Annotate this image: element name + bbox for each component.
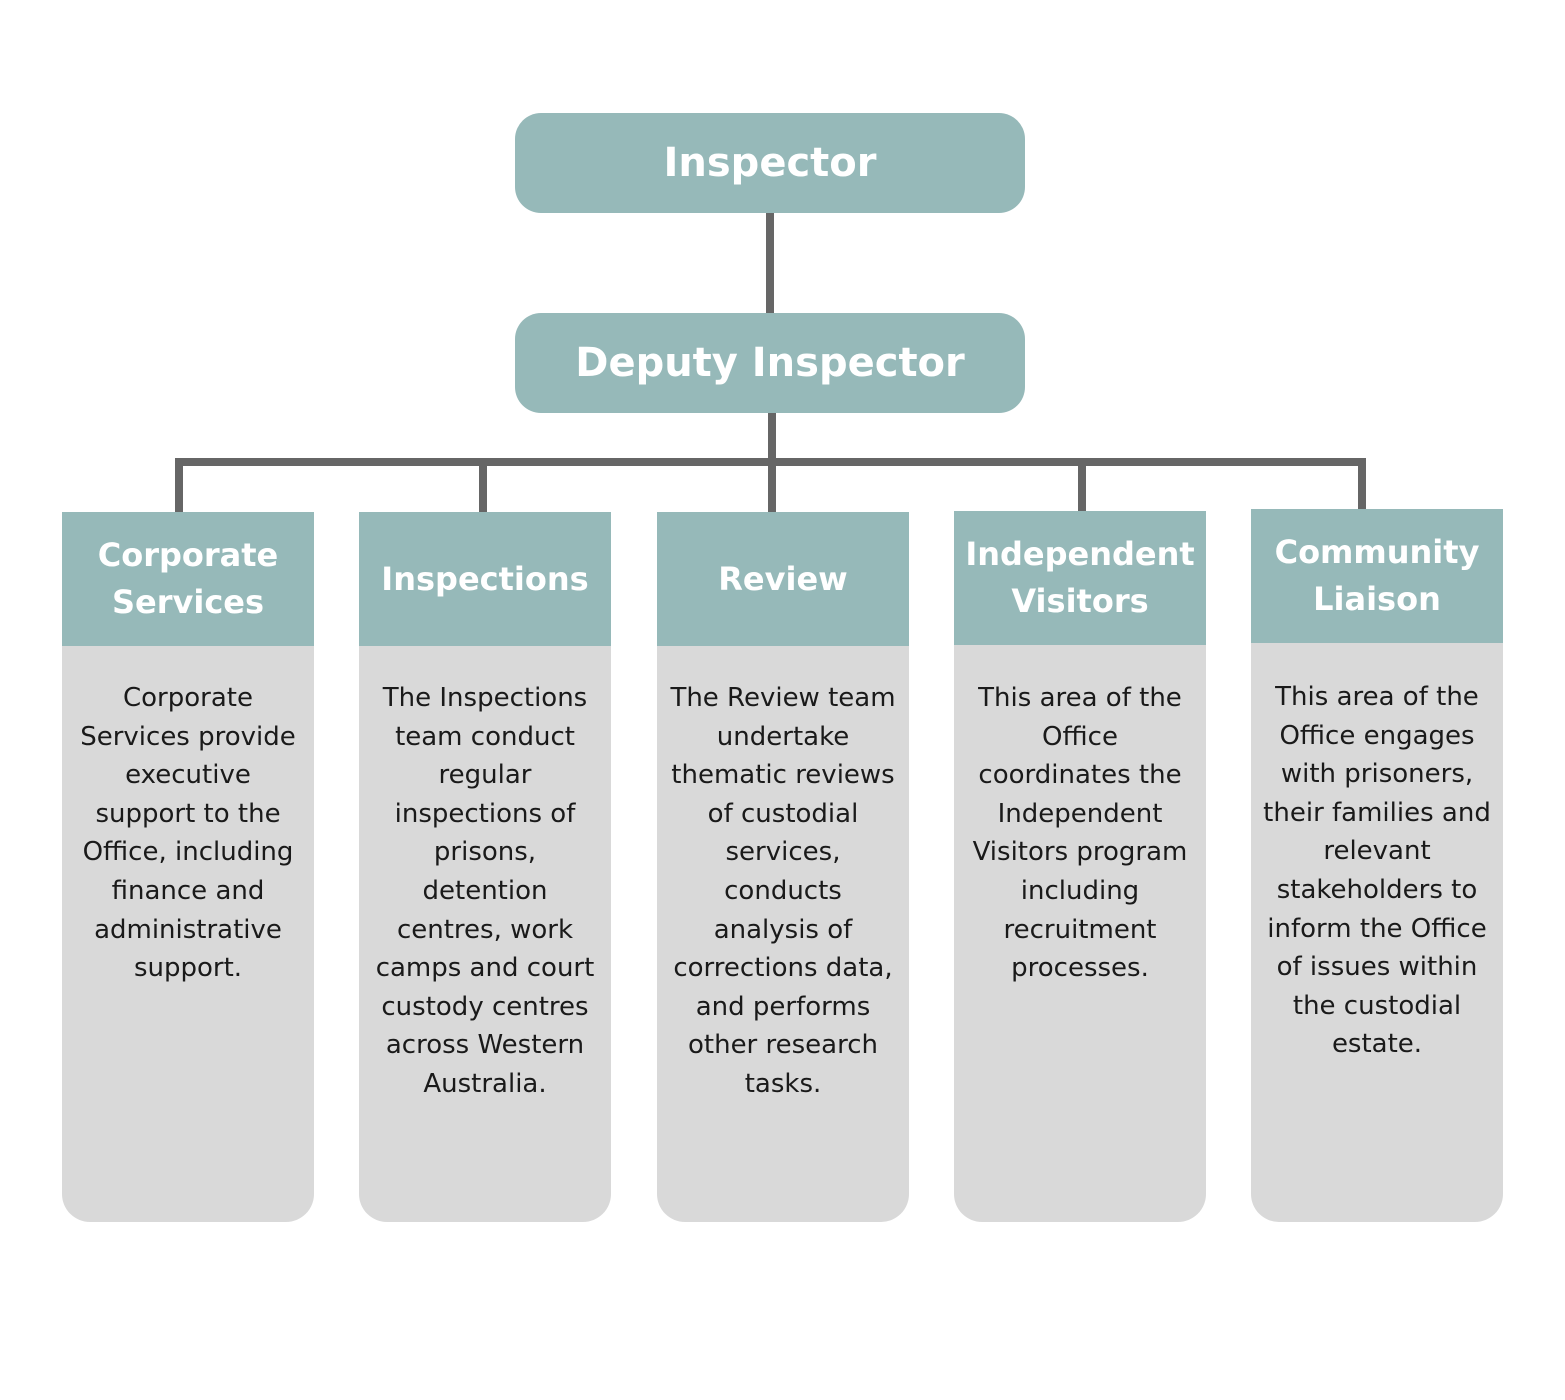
unit-header: Independent Visitors: [954, 511, 1206, 645]
deputy-inspector-box: Deputy Inspector: [515, 313, 1025, 413]
unit-description: This area of the Office coordinates the …: [972, 683, 1188, 984]
unit-description: This area of the Office engages with pri…: [1263, 682, 1491, 1060]
unit-description: The Review team undertake thematic revie…: [670, 683, 896, 1099]
unit-header: Corporate Services: [62, 512, 314, 646]
unit-inspections: Inspections The Inspections team conduct…: [359, 512, 611, 1222]
unit-description: Corporate Services provide executive sup…: [80, 683, 296, 984]
unit-community-liaison: Community Liaison This area of the Offic…: [1251, 509, 1503, 1222]
unit-title: Inspections: [381, 559, 589, 598]
unit-review: Review The Review team undertake themati…: [657, 512, 909, 1222]
unit-header: Review: [657, 512, 909, 646]
unit-independent-visitors: Independent Visitors This area of the Of…: [954, 511, 1206, 1222]
unit-title: Review: [718, 559, 848, 598]
unit-title: Corporate Services: [97, 536, 279, 621]
inspector-title: Inspector: [663, 140, 877, 186]
inspector-box: Inspector: [515, 113, 1025, 213]
unit-description: The Inspections team conduct regular ins…: [375, 683, 595, 1099]
deputy-inspector-title: Deputy Inspector: [575, 340, 965, 386]
unit-corporate-services: Corporate Services Corporate Services pr…: [62, 512, 314, 1222]
unit-title: Independent Visitors: [965, 535, 1195, 620]
unit-header: Community Liaison: [1251, 509, 1503, 643]
unit-header: Inspections: [359, 512, 611, 646]
unit-title: Community Liaison: [1274, 533, 1480, 618]
